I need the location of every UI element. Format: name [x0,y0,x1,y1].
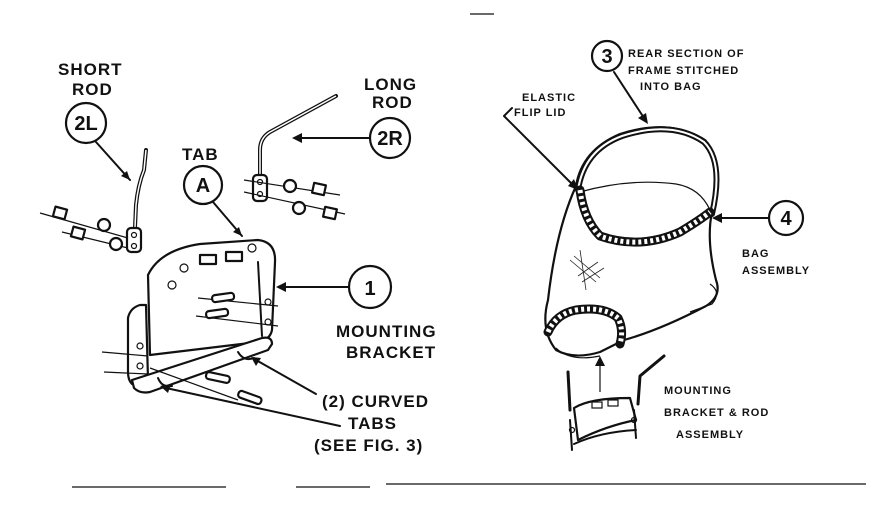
flip-lid-label-line1: ELASTIC [522,92,576,104]
callout-4: 4 [767,199,805,237]
curved-tabs-label-line3: (SEE FIG. 3) [314,436,423,455]
callout-3-text: 3 [601,46,612,68]
long-rod-label-line1: LONG [364,75,417,94]
arrowhead-curved-tab-1 [160,384,171,393]
short-rod-label-line1: SHORT [58,60,123,79]
callout-2l: 2L [64,101,108,145]
small-assembly-label-line1: MOUNTING [664,385,732,397]
curved-tabs-label-line1: (2) CURVED [322,392,429,411]
callout-2r-text: 2R [377,128,403,150]
arrowhead-a [233,227,242,236]
arrowhead-2r [292,133,302,143]
arrowhead-4 [712,213,722,223]
small-assembly-label-line3: ASSEMBLY [676,429,744,441]
callout-2r: 2R [368,116,412,160]
tab-label: TAB [182,145,219,164]
flip-lid-label-line2: FLIP LID [514,107,566,119]
long-rod-hardware [243,178,346,221]
callout-a-text: A [196,175,210,197]
arrowhead-curved-tab-2 [251,357,261,366]
bag-assembly-drawing [543,126,720,359]
arrowhead-1 [276,282,286,292]
leader-flip-lid [503,107,575,187]
bag-assembly-label-line1: BAG [742,248,769,260]
callout-3: 3 [590,39,624,73]
rear-section-label-line3: INTO BAG [640,81,702,93]
insert-arrowhead [595,356,605,366]
leader-3 [613,71,645,119]
short-rod-label-line2: ROD [72,80,113,99]
small-assembly-label-line2: BRACKET & ROD [664,407,769,419]
arrowhead-2l [121,171,130,180]
rear-section-label-line1: REAR SECTION OF [628,48,744,60]
small-bracket-rod-assembly [566,354,666,451]
callout-1: 1 [347,264,393,310]
leader-curved-tab-2 [255,359,317,395]
callout-2l-text: 2L [74,113,97,135]
leader-curved-tab-1 [165,387,341,427]
mounting-bracket-label-line2: BRACKET [346,343,436,362]
callout-4-text: 4 [780,208,792,230]
arrowhead-3 [638,113,648,124]
rear-section-label-line2: FRAME STITCHED [628,65,739,77]
mounting-bracket-label-line1: MOUNTING [336,322,437,341]
mounting-bracket [101,238,279,406]
bag-assembly-label-line2: ASSEMBLY [742,265,810,277]
long-rod-label-line2: ROD [372,93,413,112]
callout-a: A [182,164,224,206]
short-rod [125,148,148,254]
short-rod-hardware [39,205,129,252]
callout-1-text: 1 [364,278,375,300]
curved-tabs-label-line2: TABS [348,414,397,433]
